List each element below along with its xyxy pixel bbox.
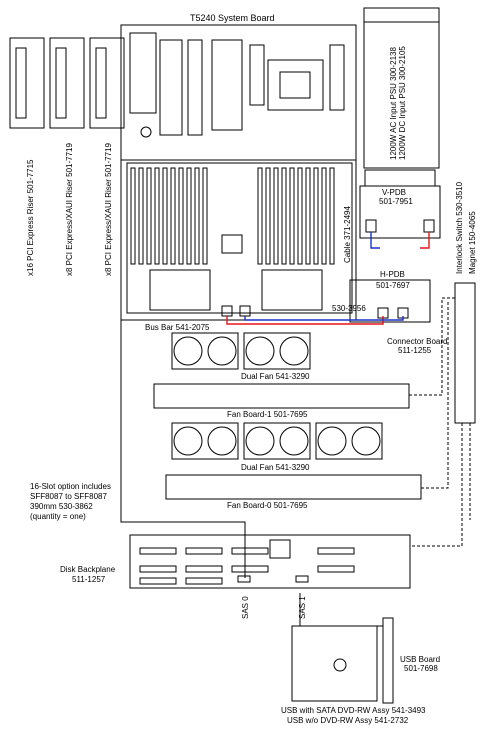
- connector-board-outline: [454, 282, 476, 424]
- riser-x16-label: x16 PCI Express Riser 501-7715: [26, 159, 35, 277]
- slot-note-line2: SFF8087 to SFF8087: [30, 492, 107, 501]
- fan-board-0: [165, 474, 422, 500]
- connector-board-name: Connector Board: [387, 337, 448, 346]
- hpdb-part: 501-7697: [376, 281, 410, 290]
- dual-fan-0-label: Dual Fan 541-3290: [241, 463, 310, 472]
- usb-sata-label: USB with SATA DVD-RW Assy 541-3493: [281, 706, 426, 715]
- interlock-label: Interlock Switch 530-3510: [455, 181, 464, 274]
- hpdb-name: H-PDB: [380, 270, 405, 279]
- dimm-slots-right: [257, 167, 335, 265]
- bus-bar-label: Bus Bar 541-2075: [145, 323, 210, 332]
- usb-board: [382, 617, 394, 704]
- disk-backplane-part: 511-1257: [72, 575, 106, 584]
- board-component: [329, 44, 345, 111]
- sas1-label: SAS 1: [298, 596, 307, 619]
- battery: [140, 126, 152, 138]
- dashed-cable: [409, 297, 455, 396]
- vpdb-connector: [423, 219, 435, 233]
- disk-backplane: [129, 534, 411, 589]
- slot-note-line4: (quantity = one): [30, 512, 86, 521]
- board-component: [129, 32, 157, 114]
- vpdb-blue-line: [370, 232, 380, 249]
- riser-x8-a-label: x8 PCI Express/XAUI Riser 501-7719: [65, 143, 74, 276]
- vpdb-connector: [365, 219, 377, 233]
- dual-fan-1-label: Dual Fan 541-3290: [241, 372, 310, 381]
- vpdb-part: 501-7951: [379, 197, 413, 206]
- usb-no-dvd-label: USB w/o DVD-RW Assy 541-2732: [287, 716, 409, 725]
- fan-board-1-label: Fan Board-1 501-7695: [227, 410, 308, 419]
- board-chip: [221, 234, 243, 254]
- riser-x16: [9, 37, 45, 129]
- cpu-heatsink-right: [261, 269, 323, 311]
- riser-x8-b-label: x8 PCI Express/XAUI Riser 501-7719: [104, 143, 113, 276]
- vpdb-top: [364, 169, 436, 187]
- disk-backplane-name: Disk Backplane: [60, 565, 116, 574]
- slot-note-line3: 390mm 530-3862: [30, 502, 93, 511]
- board-component: [211, 39, 243, 131]
- psu-dc-label: 1200W DC Input PSU 300-2105: [398, 46, 407, 160]
- fan-row-1: [171, 332, 311, 370]
- vpdb-name: V-PDB: [382, 188, 407, 197]
- psu-ac-label: 1200W AC Input PSU 300-2138: [389, 47, 398, 160]
- usb-board-name: USB Board: [400, 655, 441, 664]
- board-component: [249, 44, 265, 106]
- busbar-terminal: [239, 305, 251, 317]
- fan-board-1: [153, 383, 410, 409]
- connector-board-part: 511-1255: [398, 346, 432, 355]
- psu-handle: [363, 7, 440, 23]
- sff-cable: [120, 320, 246, 578]
- sas0-label: SAS 0: [241, 596, 250, 619]
- dimm-slots-left: [130, 167, 208, 265]
- system-board-upper: [120, 24, 357, 161]
- cpu-socket: [267, 59, 324, 111]
- fan-row-0: [171, 422, 383, 460]
- cpu-chip: [279, 71, 311, 99]
- riser-x8-a: [49, 37, 85, 129]
- board-component: [187, 39, 203, 136]
- part-530-3956-label: 530-3956: [332, 304, 366, 313]
- cable-label: Cable 371-2494: [343, 206, 352, 263]
- dashed-cable: [410, 423, 463, 547]
- fan-board-0-label: Fan Board-0 501-7695: [227, 501, 308, 510]
- usb-board-part: 501-7698: [404, 664, 438, 673]
- board-component: [159, 39, 183, 136]
- slot-note-line1: 16-Slot option includes: [30, 482, 111, 491]
- system-board-label: T5240 System Board: [190, 13, 275, 23]
- dashed-cable: [421, 300, 449, 489]
- busbar-blue-line: [244, 316, 404, 321]
- magnet-label: Magnet 150-4065: [468, 211, 477, 274]
- riser-x8-b: [89, 37, 125, 129]
- hpdb-board: [349, 279, 431, 323]
- vpdb-red-line: [420, 232, 430, 249]
- dvd-spindle: [333, 658, 347, 672]
- cpu-heatsink-left: [149, 269, 211, 311]
- busbar-terminal: [221, 305, 233, 317]
